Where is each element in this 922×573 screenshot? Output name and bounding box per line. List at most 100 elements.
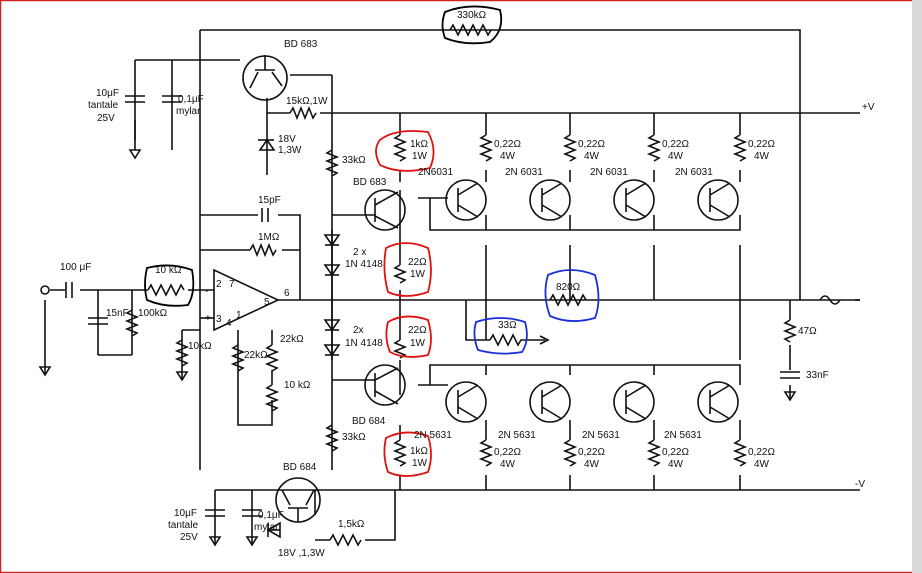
label-c-mylar-bot: 0,1μF [258,510,284,521]
label-r-10k-gnd: 10kΩ [188,341,212,352]
label-minus: - [205,286,208,297]
label-r-1k-top: 1kΩ [410,139,429,150]
scrollbar-strip [912,0,922,573]
label-q-neg-3: 2N 5631 [582,430,620,441]
label-c-tant-top-v: 25V [97,113,115,124]
label-r-pos-3: 0,22Ω [662,139,689,150]
label-r-15k-bot: 1,5kΩ [338,519,365,530]
label-r-15k: 15kΩ,1W [286,96,328,107]
ground-arrows [38,366,797,547]
label-bd683-top: BD 683 [284,39,318,50]
label-q-pos-4: 2N 6031 [675,167,713,178]
label-r-1m: 1MΩ [258,232,280,243]
label-c-mylar-top-type: mylar [176,106,201,117]
label-r-neg-4-w: 4W [754,459,770,470]
transistors [242,55,739,523]
label-r-neg-1-w: 4W [500,459,516,470]
label-r-pos-3-w: 4W [668,151,684,162]
label-r-22k-a: 22kΩ [244,350,268,361]
resistors [124,23,841,547]
label-r-22k-b: 22kΩ [280,334,304,345]
label-pin7: 7 [229,279,235,290]
cap-tantale-bot [205,509,225,517]
cap-mylar-top [162,95,182,150]
label-r-33k-bot: 33kΩ [342,432,366,443]
label-c-mylar-top: 0,1μF [178,94,204,105]
text-labels: 330kΩ BD 683 15kΩ,1W +V -V 10μF tantale … [60,10,875,559]
label-d-top-b: 1N 4148 [345,259,383,270]
label-z-bot: 18V ,1,3W [278,548,325,559]
cap-15pf [261,208,269,222]
annotations [144,5,600,477]
label-r-pos-2: 0,22Ω [578,139,605,150]
label-plus-v: +V [862,102,875,113]
label-r-100k: 100kΩ [138,308,168,319]
label-r-neg-3-w: 4W [668,459,684,470]
label-z-top-v: 18V [278,134,296,145]
label-q-neg-2: 2N 5631 [498,430,536,441]
cap-mylar-bot [242,509,262,517]
cap-33nf [780,371,800,379]
label-r-neg-4: 0,22Ω [748,447,775,458]
label-c-tant-bot-type: tantale [168,520,198,531]
label-minus-v: -V [855,479,865,490]
label-pin4: 4 [226,318,232,329]
label-c-in: 100 μF [60,262,91,273]
label-q-pos-3: 2N 6031 [590,167,628,178]
label-c-mylar-bot-type: mylar [254,522,279,533]
label-c-33nf: 33nF [806,370,829,381]
label-q-neg-4: 2N 5631 [664,430,702,441]
label-c-tant-bot: 10μF [174,508,197,519]
label-r-22-top-w: 1W [410,269,426,280]
label-bd684-driver: BD 684 [352,416,386,427]
label-bd683-driver: BD 683 [353,177,387,188]
label-r-neg-2-w: 4W [584,459,600,470]
label-plus: + [205,313,211,324]
label-q-neg-1: 2N 5631 [414,430,452,441]
label-r-1k-top-w: 1W [412,151,428,162]
op-amp [213,268,280,332]
label-q-pos-2: 2N 6031 [505,167,543,178]
label-r-47: 47Ω [798,326,817,337]
label-pin3: 3 [216,314,222,325]
label-d-bot-b: 1N 4148 [345,338,383,349]
label-r-neg-3: 0,22Ω [662,447,689,458]
label-pin6: 6 [284,288,290,299]
label-z-top-w: 1,3W [278,145,302,156]
label-r-feedback: 330kΩ [457,10,487,21]
label-r-pos-1: 0,22Ω [494,139,521,150]
label-pin2: 2 [216,279,222,290]
label-r-pos-4: 0,22Ω [748,139,775,150]
label-r-pos-1-w: 4W [500,151,516,162]
label-r-22-bot-w: 1W [410,338,426,349]
label-r-1k-bot: 1kΩ [410,446,429,457]
label-r-22-bot: 22Ω [408,325,427,336]
label-d-top-a: 2 x [353,247,366,258]
label-q-pos-1: 2N6031 [418,167,453,178]
label-c-15pf: 15pF [258,195,281,206]
diodes [258,138,341,539]
label-pin5: 5 [264,297,270,308]
label-r-820: 820Ω [556,282,581,293]
cap-tantale-top [125,95,145,160]
label-r-pos-4-w: 4W [754,151,770,162]
label-bd684-bot: BD 684 [283,462,317,473]
label-r-pos-2-w: 4W [584,151,600,162]
label-c-tant-bot-v: 25V [180,532,198,543]
label-r-neg-1: 0,22Ω [494,447,521,458]
label-r-10k-pot: 10 kΩ [284,380,311,391]
label-r-33k-top: 33kΩ [342,155,366,166]
label-r-10k-in: 10 kΩ [155,265,182,276]
label-r-1k-bot-w: 1W [412,458,428,469]
label-r-22-top: 22Ω [408,257,427,268]
label-d-bot-a: 2x [353,325,364,336]
cap-15nf [88,317,108,325]
label-r-neg-2: 0,22Ω [578,447,605,458]
label-c-tant-top: 10μF [96,88,119,99]
cap-input [40,282,73,298]
label-r-33: 33Ω [498,320,517,331]
label-c-tant-top-type: tantale [88,100,118,111]
label-c-15nf: 15nF [106,308,129,319]
